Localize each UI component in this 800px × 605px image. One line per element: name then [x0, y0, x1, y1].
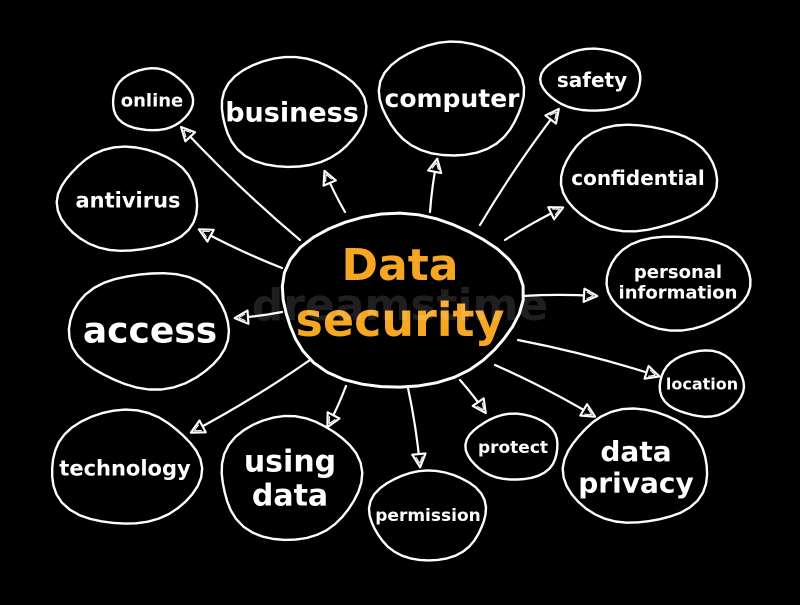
arrow-to-personal-information: [520, 287, 599, 304]
watermark-text: dreamstime: [252, 280, 549, 331]
node-bubble: [559, 123, 719, 233]
arrow-to-confidential: [503, 206, 565, 242]
node-label-business: business: [225, 98, 359, 129]
arrow-to-using-data: [326, 384, 348, 429]
node-label-access: access: [83, 311, 217, 352]
node-protect: protect: [464, 412, 559, 481]
central-title-line: Data: [342, 240, 459, 291]
node-label-data-privacy: privacy: [578, 467, 693, 500]
arrow-to-safety: [478, 107, 560, 227]
node-label-using-data: using: [244, 445, 336, 480]
node-bubble: [220, 55, 368, 169]
arrow-to-online: [180, 125, 302, 242]
node-label-protect: protect: [478, 438, 548, 458]
node-bubble: [561, 407, 709, 524]
node-permission: permission: [367, 469, 488, 562]
arrow-to-technology: [189, 358, 312, 434]
arrow-to-access: [233, 309, 284, 325]
node-bubble: [539, 47, 642, 112]
node-label-personal-information: information: [619, 282, 738, 303]
node-safety: safety: [539, 47, 642, 112]
arrow-to-data-privacy: [493, 363, 597, 418]
node-location: location: [658, 349, 746, 418]
node-business: business: [220, 55, 368, 169]
node-antivirus: antivirus: [55, 145, 199, 252]
node-label-antivirus: antivirus: [75, 188, 180, 212]
central-bubble: [280, 211, 525, 389]
arrow-to-antivirus: [197, 228, 284, 270]
node-label-data-privacy: data: [600, 435, 671, 468]
node-bubble: [111, 67, 195, 132]
node-access: access: [67, 272, 231, 391]
node-label-technology: technology: [59, 456, 191, 480]
arrow-to-computer: [427, 157, 443, 214]
topic-bubbles: online business computer safety antivirus con…: [51, 40, 752, 562]
node-bubble: [605, 235, 752, 332]
arrow-to-location: [516, 338, 661, 380]
node-label-confidential: confidential: [571, 166, 705, 190]
node-bubble: [220, 414, 364, 542]
node-technology: technology: [51, 408, 204, 525]
node-bubble: [51, 408, 204, 525]
arrow-to-protect: [458, 378, 487, 415]
node-bubble: [67, 272, 231, 391]
node-bubble: [658, 349, 746, 418]
node-bubble: [464, 412, 559, 481]
arrow-to-permission: [406, 386, 427, 469]
node-bubble: [55, 145, 199, 252]
node-bubble: [377, 40, 526, 157]
node-label-location: location: [666, 375, 738, 394]
node-label-online: online: [121, 90, 184, 111]
node-label-using-data: data: [252, 478, 328, 513]
arrow-to-business: [322, 169, 347, 214]
central-title-line: security: [295, 293, 504, 347]
node-label-computer: computer: [385, 84, 521, 113]
node-confidential: confidential: [559, 123, 719, 233]
node-bubble: [367, 469, 488, 562]
node-label-personal-information: personal: [634, 262, 722, 283]
node-label-safety: safety: [557, 68, 627, 92]
node-online: online: [111, 67, 195, 132]
connector-arrows: [180, 107, 661, 469]
node-label-permission: permission: [375, 506, 480, 526]
node-computer: computer: [377, 40, 526, 157]
